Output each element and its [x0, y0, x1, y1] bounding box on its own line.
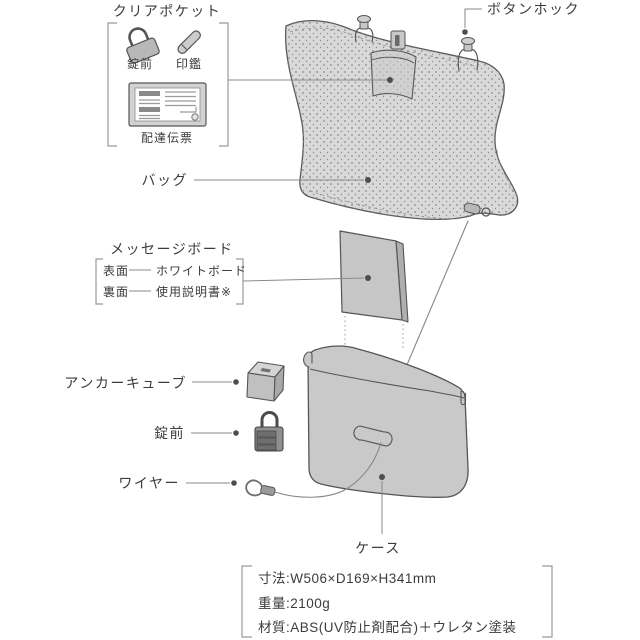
- clear-pocket-bracket-left: [107, 22, 117, 147]
- combination-lock-icon: [254, 411, 284, 452]
- case-right-slot: [460, 391, 467, 406]
- specs-bracket-right: [542, 565, 553, 638]
- clear-pocket-bracket-right: [219, 22, 229, 147]
- board-front-value: ホワイトボード: [156, 264, 247, 278]
- bag-illustration: [284, 15, 519, 387]
- button-hook-callout: ボタンホック: [462, 1, 580, 35]
- board-back-side: 裏面: [103, 284, 129, 299]
- snap-button-tab-left: [354, 15, 374, 43]
- padlock-icon: [126, 27, 160, 64]
- pocket-strap-tab: [390, 30, 406, 50]
- case-front-rim: [309, 368, 465, 399]
- board-bracket-right: [236, 258, 244, 305]
- spec-material: 材質:ABS(UV防止剤配合)＋ウレタン塗装: [258, 619, 517, 635]
- bag-texture: [285, 20, 518, 220]
- snap-button-tab-right: [457, 37, 479, 72]
- message-board-callout: メッセージボード 表面 ホワイトボード 裏面 使用説明書※: [95, 241, 371, 305]
- button-hook-target-dot: [462, 29, 468, 35]
- bag-bottom-stitch: [309, 190, 459, 220]
- lock-label: 錠前: [154, 425, 185, 441]
- bag-wire-clasp: [463, 202, 491, 217]
- lock-dot: [233, 430, 239, 436]
- case-left-clip: [303, 351, 313, 368]
- case-label: ケース: [355, 540, 401, 556]
- message-board-illustration: [339, 230, 409, 352]
- case-dot: [379, 474, 385, 480]
- pocket-item-lock-label: 錠前: [127, 56, 153, 71]
- clear-pocket-callout: クリアポケット 錠前 印鑑: [107, 3, 393, 147]
- wire-dot: [231, 480, 237, 486]
- message-board-face: [339, 230, 403, 321]
- specs-box: 寸法:W506×D169×H341mm 重量:2100g 材質:ABS(UV防止…: [241, 565, 553, 638]
- board-leader: [242, 277, 365, 282]
- anchor-cube-callout: アンカーキューブ: [64, 375, 239, 391]
- lock-callout: 錠前: [154, 425, 239, 441]
- anchor-cube-dot: [233, 379, 239, 385]
- wire-callout: ワイヤー: [118, 475, 237, 491]
- case-illustration: [303, 345, 469, 498]
- case-body: [307, 345, 469, 498]
- board-bracket-left: [95, 258, 103, 305]
- stamp-icon: [177, 30, 201, 54]
- bag-clear-pocket: [370, 49, 417, 100]
- bag-callout: バッグ: [142, 172, 371, 188]
- bag-right-stitch: [496, 149, 515, 197]
- pocket-item-stamp-label: 印鑑: [176, 56, 202, 71]
- message-board-title: メッセージボード: [110, 241, 234, 257]
- board-front-side: 表面: [103, 264, 129, 278]
- clear-pocket-title: クリアポケット: [113, 3, 222, 19]
- bag-top-stitch: [289, 27, 476, 67]
- bag-label: バッグ: [142, 172, 189, 188]
- spec-dimensions: 寸法:W506×D169×H341mm: [258, 571, 436, 586]
- case-handle-slot: [353, 425, 393, 447]
- wire-icon: [245, 442, 382, 498]
- button-hook-label: ボタンホック: [487, 1, 580, 17]
- clear-pocket-target-dot: [387, 77, 393, 83]
- case-callout: ケース: [355, 474, 401, 556]
- wire-label: ワイヤー: [118, 475, 180, 491]
- specs-bracket-left: [241, 565, 252, 638]
- bag-target-dot: [365, 177, 371, 183]
- anchor-cube-icon: [246, 361, 285, 402]
- bag-to-case-wire: [397, 220, 469, 387]
- wire-cable: [274, 442, 382, 498]
- pocket-item-slip-label: 配達伝票: [141, 131, 193, 145]
- button-hook-leader: [464, 8, 482, 28]
- board-back-value: 使用説明書※: [156, 284, 232, 299]
- delivery-slip-icon: [128, 82, 207, 127]
- board-target-dot: [365, 275, 371, 281]
- anchor-cube-label: アンカーキューブ: [64, 375, 187, 391]
- spec-weight: 重量:2100g: [258, 596, 330, 611]
